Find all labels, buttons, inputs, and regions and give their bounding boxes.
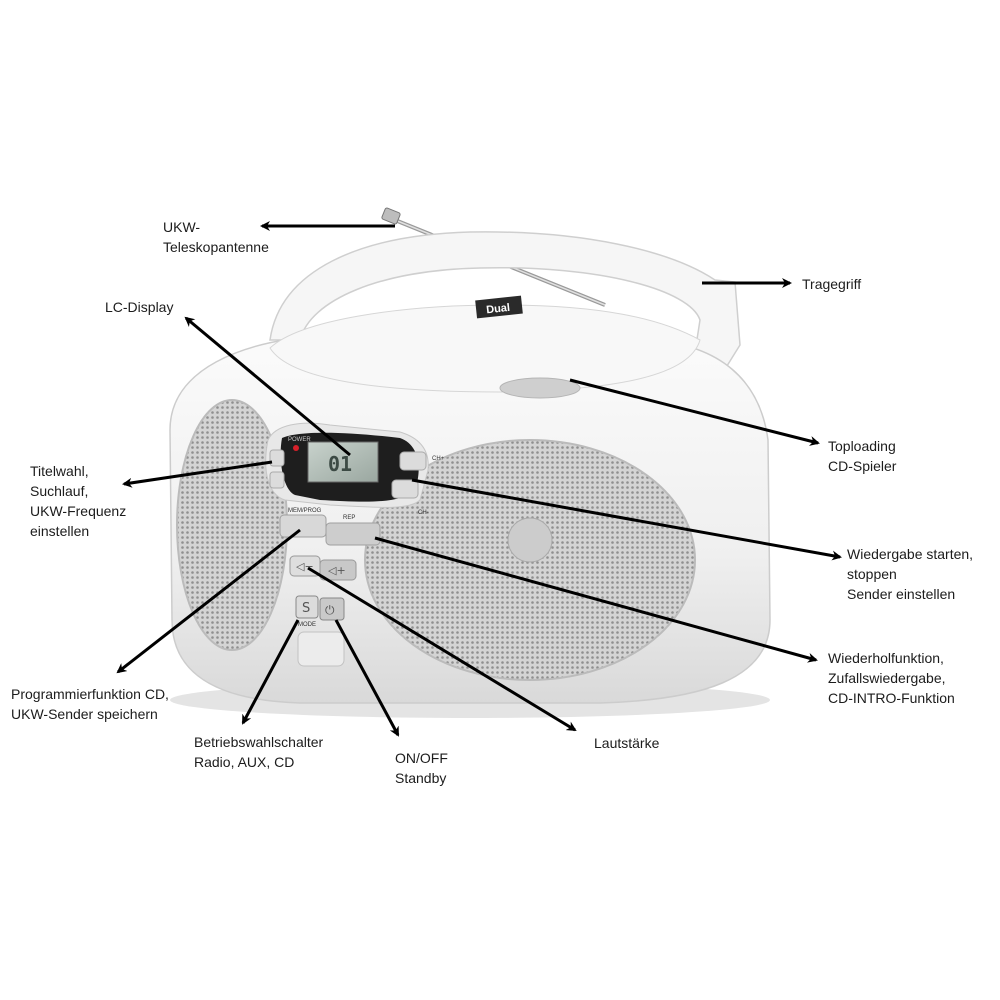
callout-volume: Lautstärke — [594, 735, 660, 751]
power-button[interactable] — [319, 597, 345, 621]
mode-glyph: S — [302, 601, 310, 616]
callout-arrows — [116, 221, 842, 737]
callout-playback: Wiedergabe starten, stoppen Sender einst… — [847, 546, 974, 602]
next-track-button[interactable] — [269, 449, 285, 467]
mem-prog-button[interactable] — [279, 514, 327, 538]
arrow-playback — [411, 478, 842, 561]
arrow-power — [334, 619, 400, 737]
lcd-track-number: 01 — [328, 452, 352, 476]
volume-up-glyph: ◁+ — [328, 564, 346, 577]
rep-button[interactable] — [325, 522, 381, 546]
boombox-body: Dual — [169, 295, 771, 704]
callout-program: Programmierfunktion CD, UKW-Sender speic… — [11, 686, 169, 722]
aux-cover — [297, 631, 345, 667]
ch-minus-label: CH- — [418, 510, 429, 516]
power-label: POWER — [288, 437, 311, 443]
arrow-program — [116, 528, 301, 674]
brand-logo: Dual — [486, 302, 511, 316]
speaker-logo-badge — [507, 517, 553, 563]
callout-cd-player: Toploading CD-Spieler — [828, 438, 897, 474]
power-led — [293, 445, 299, 451]
stop-button[interactable] — [391, 479, 419, 499]
callout-repeat: Wiederholfunktion, Zufallswiedergabe, CD… — [828, 650, 955, 706]
callout-handle: Tragegriff — [802, 276, 862, 292]
rep-label: REP — [343, 515, 355, 521]
arrow-track-select — [122, 460, 273, 488]
play-pause-button[interactable] — [399, 451, 427, 471]
callout-mode: Betriebswahlschalter Radio, AUX, CD — [194, 734, 324, 770]
arrow-mode — [241, 619, 300, 725]
mode-button[interactable] — [295, 595, 319, 619]
callout-lc-display: LC-Display — [105, 299, 174, 315]
arrow-cd-player — [569, 378, 820, 446]
mode-label: MODE — [298, 622, 316, 628]
arrow-volume — [307, 566, 577, 732]
carry-handle — [269, 231, 741, 391]
cd-lid-button[interactable] — [499, 377, 581, 399]
arrow-repeat — [374, 536, 818, 663]
volume-up-button[interactable] — [319, 559, 357, 581]
callout-track-select: Titelwahl, Suchlauf, UKW-Frequenz einste… — [30, 463, 127, 539]
power-icon: ⏻ — [325, 603, 335, 617]
ch-plus-label: CH+ — [432, 456, 445, 462]
prev-track-button[interactable] — [269, 471, 285, 489]
callout-antenna: UKW- Teleskopantenne — [163, 219, 269, 255]
arrow-lcd — [184, 316, 351, 457]
mem-prog-label: MEM/PROG — [288, 508, 322, 514]
callout-power: ON/OFF Standby — [395, 750, 448, 786]
